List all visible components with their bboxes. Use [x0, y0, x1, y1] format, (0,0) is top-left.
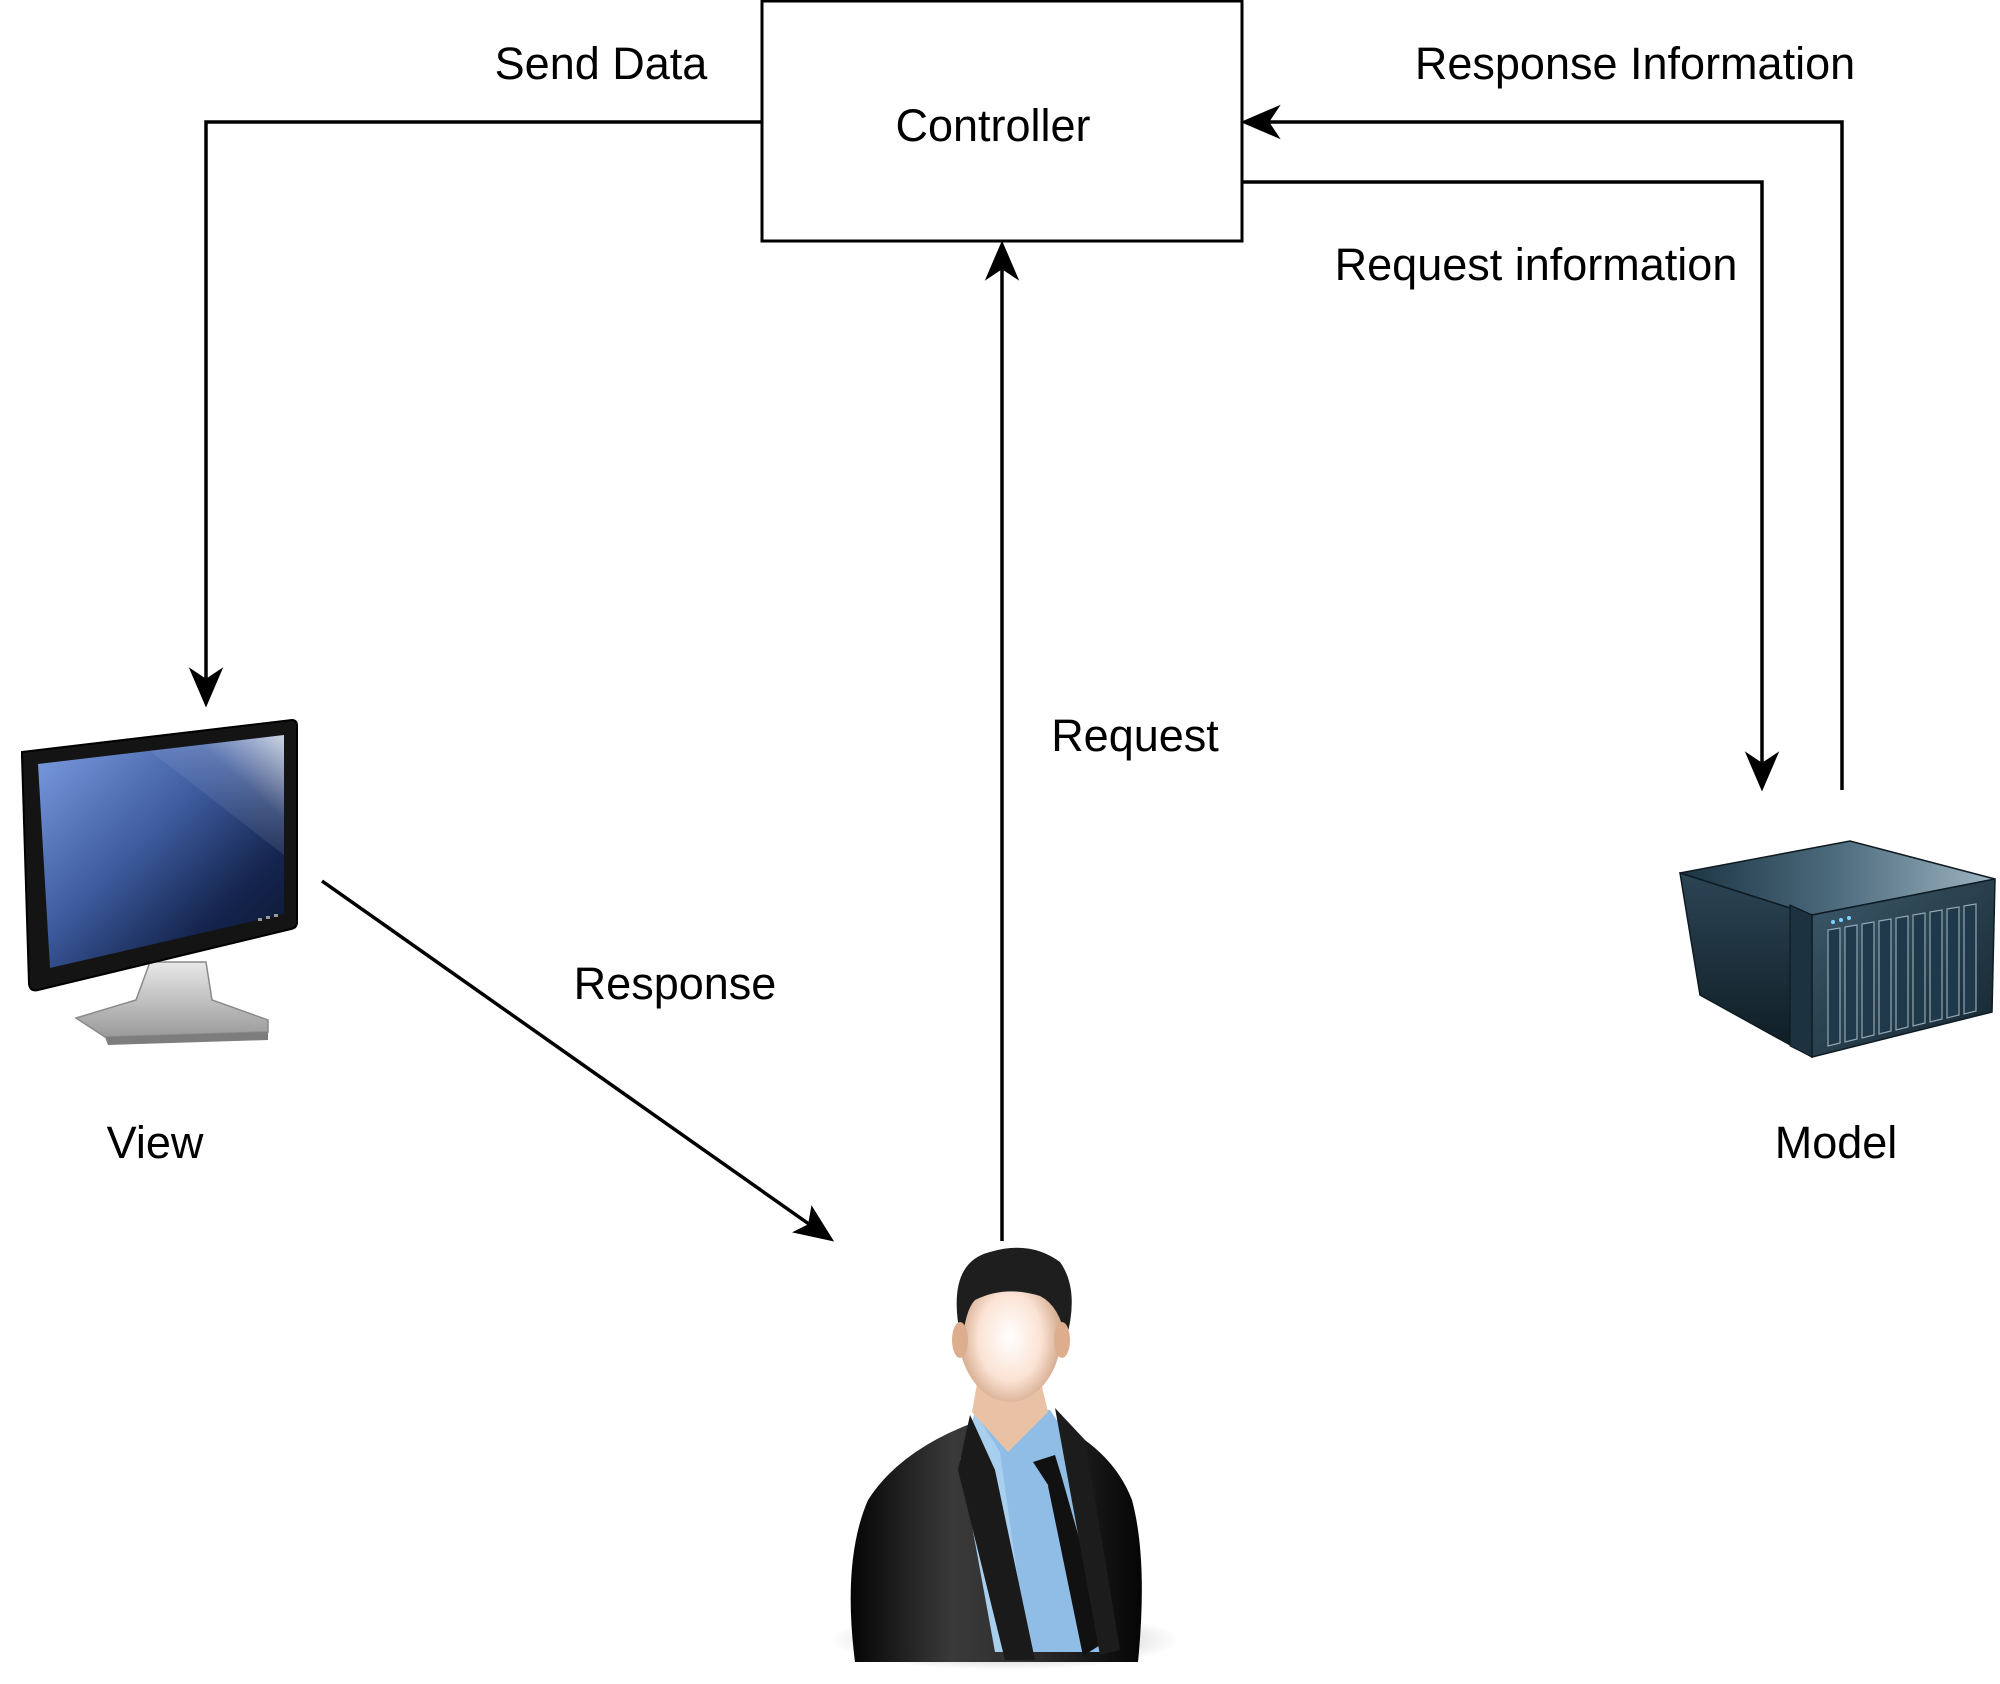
view-node: View	[21, 718, 298, 1168]
server-icon	[1679, 840, 1996, 1059]
edge-request-information: Request information	[1242, 180, 1780, 792]
request-information-label: Request information	[1335, 239, 1738, 290]
edge-request: Request	[984, 240, 1219, 1241]
response-information-label: Response Information	[1415, 38, 1855, 89]
request-label: Request	[1051, 710, 1219, 761]
response-information-line	[1258, 120, 1844, 790]
user-icon	[830, 1247, 1180, 1670]
send-data-label: Send Data	[495, 38, 709, 89]
controller-label: Controller	[895, 100, 1090, 151]
server-drive-bays	[1827, 903, 1977, 1047]
request-information-arrowhead	[1744, 751, 1780, 792]
response-information-arrowhead	[1240, 104, 1281, 140]
monitor-icon	[21, 718, 298, 1045]
edge-response: Response	[320, 879, 835, 1242]
edge-response-information: Response Information	[1240, 38, 1855, 790]
response-arrowhead	[792, 1205, 835, 1242]
controller-node: Controller	[760, 0, 1244, 243]
send-data-arrowhead	[188, 667, 224, 708]
model-node: Model	[1679, 840, 1996, 1168]
send-data-line	[204, 120, 762, 690]
request-arrowhead	[984, 240, 1020, 281]
edge-send-data: Send Data	[188, 38, 762, 708]
view-label: View	[107, 1117, 204, 1168]
request-information-line	[1242, 180, 1764, 774]
response-label: Response	[574, 958, 777, 1009]
user-node	[830, 1247, 1180, 1670]
controller-box	[760, 0, 1244, 243]
response-line	[320, 879, 818, 1231]
model-label: Model	[1775, 1117, 1898, 1168]
